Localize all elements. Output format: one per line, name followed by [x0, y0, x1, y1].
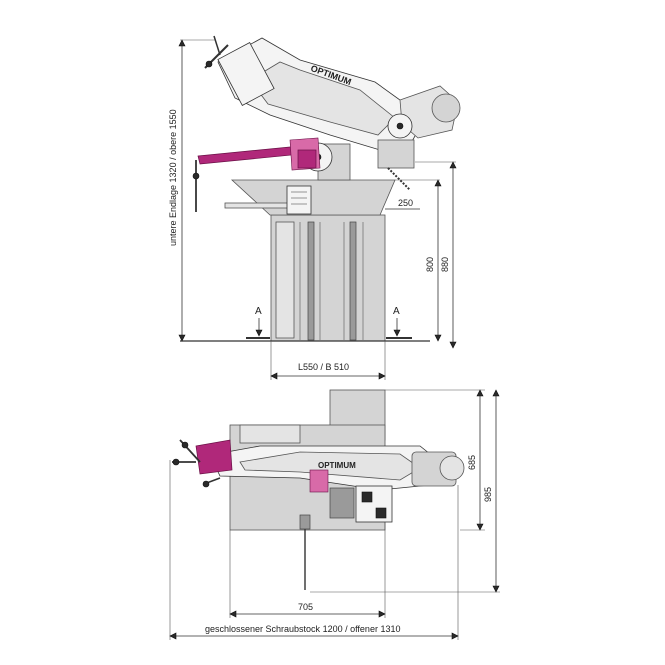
dim-total-height: 880: [440, 257, 450, 272]
stand-panel-left: [275, 221, 295, 339]
saw-head-box: [217, 42, 275, 106]
clamp-block: [329, 487, 355, 519]
vise-block: [297, 149, 317, 169]
section-marker-left: A: [255, 306, 262, 317]
motor-end: [431, 93, 461, 123]
vise-top: [195, 439, 233, 475]
top-view: OPTIMUM 685 985: [169, 389, 500, 640]
dim-offset: 250: [398, 198, 413, 208]
dim-depth-685: 685: [467, 455, 477, 470]
dim-table-height: 800: [425, 257, 435, 272]
dim-width-705: 705: [298, 602, 313, 612]
gearbox: [377, 139, 415, 169]
dim-base: L550 / B 510: [298, 362, 349, 372]
chip-tray: [230, 179, 396, 216]
stand-slot-2: [349, 221, 357, 341]
label-plate: [286, 185, 312, 215]
motor-fan-top: [439, 455, 465, 481]
dim-lower-upper-position: untere Endlage 1320 / obere 1550: [168, 109, 178, 246]
dim-depth-985: 985: [483, 487, 493, 502]
gearbox-top: [355, 485, 393, 523]
spring: [387, 167, 411, 191]
brand-label-top: OPTIMUM: [318, 461, 356, 470]
front-view: OPTIMUM A A untere Endlage 1320 / obere …: [168, 35, 461, 380]
vise-rod: [197, 145, 303, 165]
stand-slot-1: [307, 221, 315, 341]
handle-knob: [205, 60, 213, 68]
dim-overall: geschlossener Schraubstock 1200 / offene…: [205, 624, 400, 634]
table-plate: [224, 202, 296, 209]
section-marker-right: A: [393, 306, 400, 317]
